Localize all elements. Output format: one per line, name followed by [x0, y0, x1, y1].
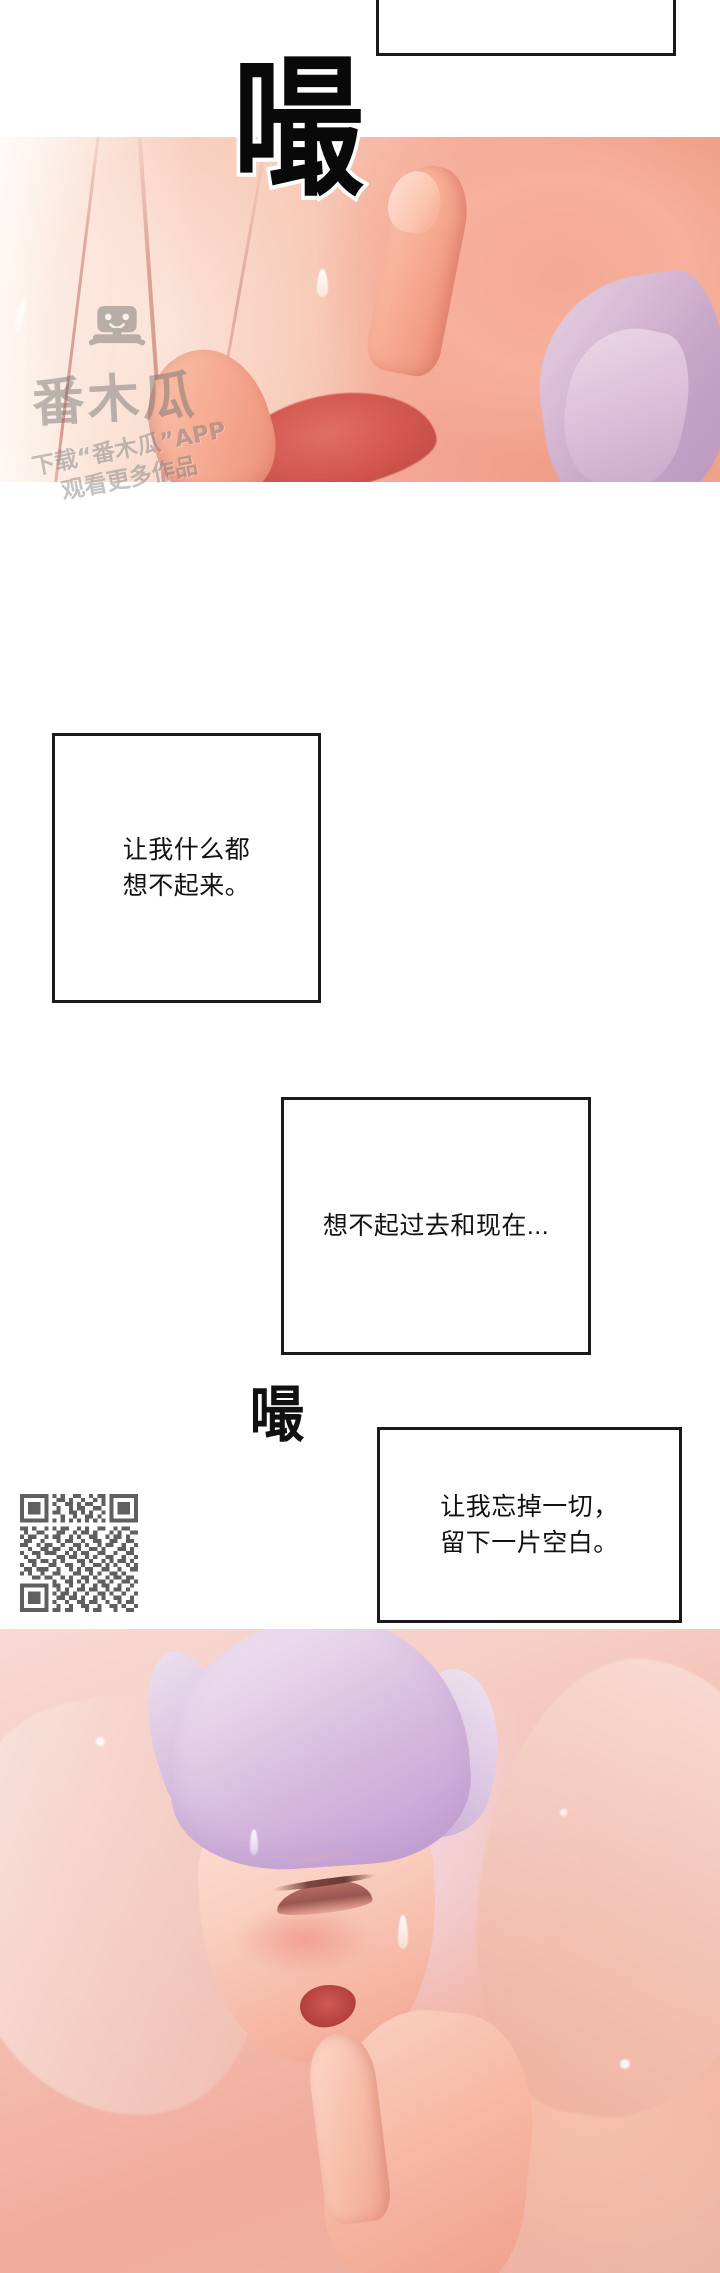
lower-panel — [0, 1629, 720, 2273]
narration-text-2: 想不起过去和现在... — [322, 1211, 550, 1240]
droplet-highlight — [317, 269, 328, 297]
sparkle-b — [560, 1809, 567, 1816]
sparkle-c — [620, 2059, 630, 2069]
narration-text-1: 让我什么都 想不起来。 — [122, 835, 251, 900]
upper-panel — [0, 137, 720, 482]
sweat-droplet-2 — [250, 1829, 258, 1855]
sound-effect-text-bottom: 嘬 — [248, 1379, 306, 1450]
sound-effect-text-top: 嘬 — [229, 42, 367, 218]
narration-box-2: 想不起过去和现在... — [281, 1097, 591, 1355]
sweat-droplet — [398, 1915, 408, 1949]
sparkle-a — [96, 1737, 105, 1746]
narration-box-3: 让我忘掉一切， 留下一片空白。 — [377, 1427, 682, 1623]
narration-text-3: 让我忘掉一切， 留下一片空白。 — [440, 1492, 619, 1557]
narration-box-top — [376, 0, 676, 56]
narration-box-1: 让我什么都 想不起来。 — [52, 733, 321, 1003]
qr-code[interactable] — [18, 1494, 140, 1612]
cheek-blush — [238, 1905, 370, 1973]
hair-shape — [159, 1629, 477, 1878]
